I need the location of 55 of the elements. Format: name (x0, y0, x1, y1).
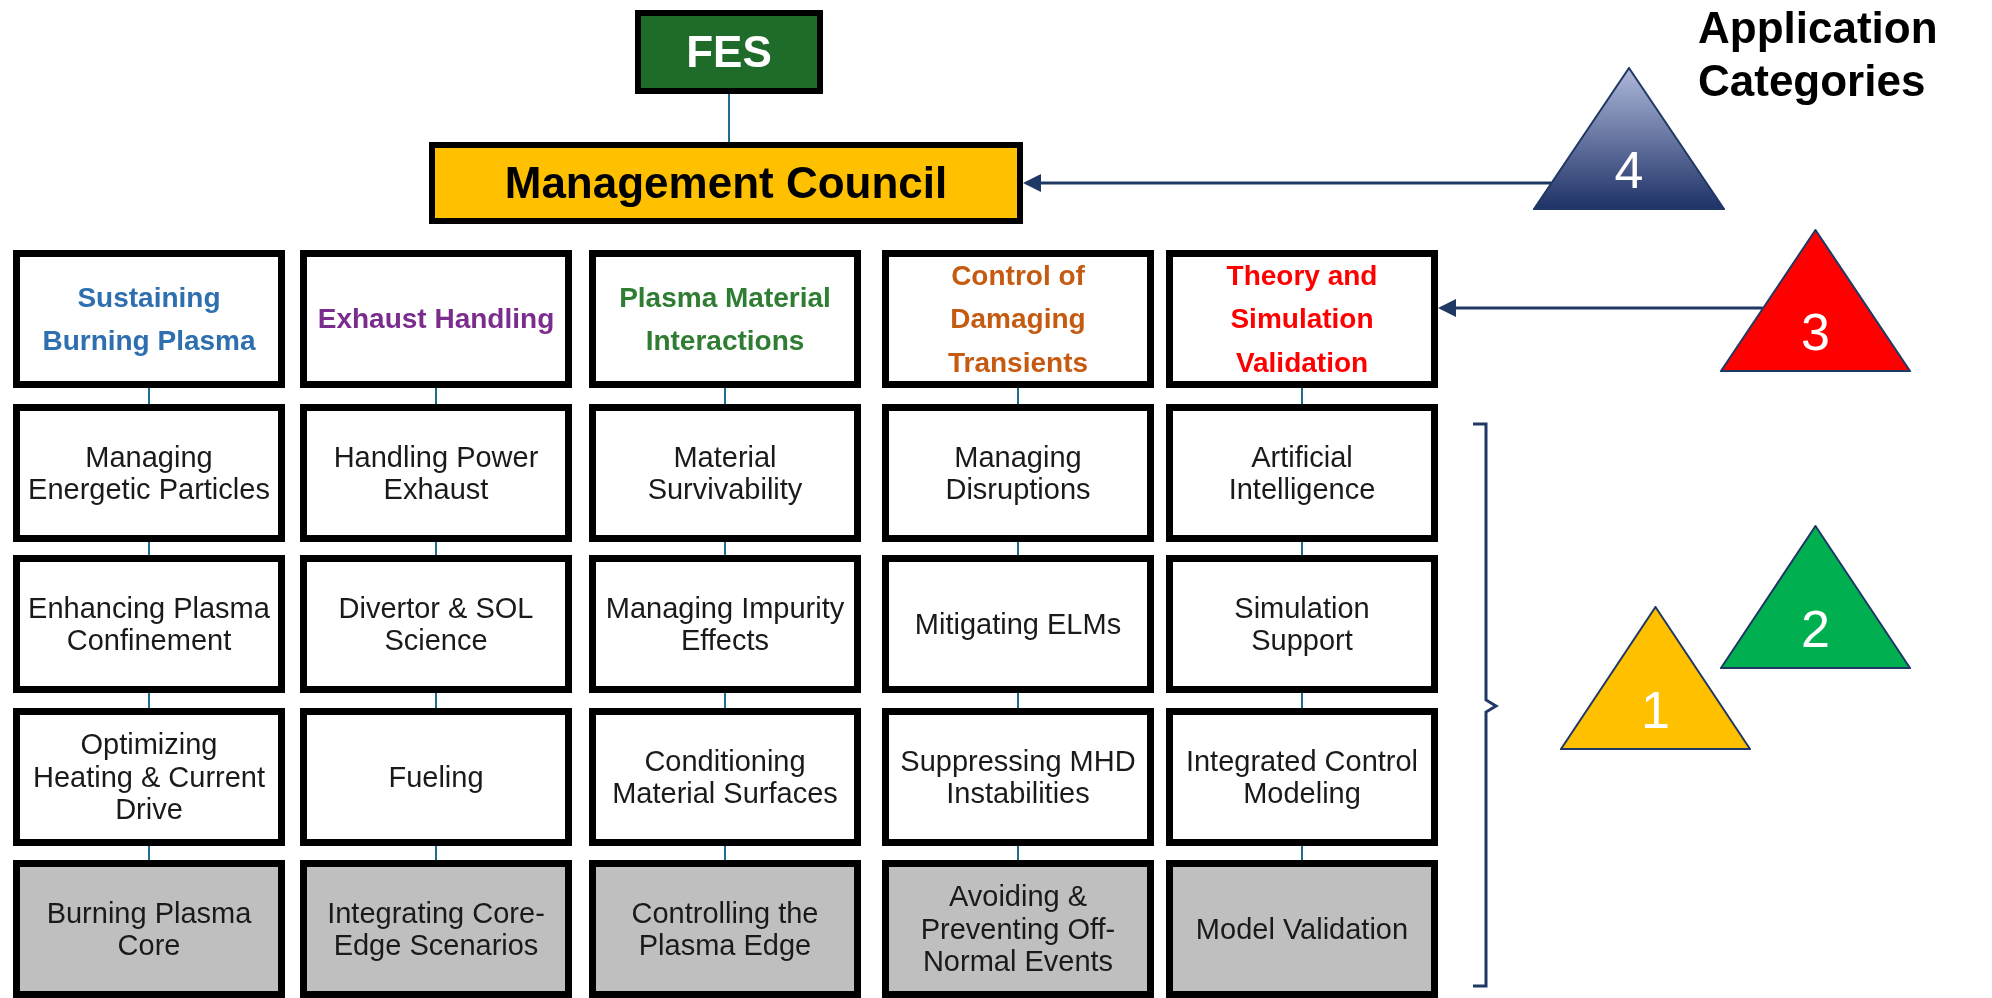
topic-box: Enhancing Plasma Confinement (13, 555, 285, 693)
connector-line (435, 692, 437, 709)
connector-line (435, 387, 437, 405)
topic-box: Material Survivability (589, 404, 861, 542)
connector-line (1017, 541, 1019, 556)
connector-line (1017, 387, 1019, 405)
topic-box: Integrated Control Modeling (1166, 708, 1438, 846)
connector-line (435, 541, 437, 556)
root-box: FES (635, 10, 823, 94)
topic-box: Mitigating ELMs (882, 555, 1154, 693)
foundation-box: Burning Plasma Core (13, 860, 285, 998)
connector-line (724, 387, 726, 405)
topic-box: Conditioning Material Surfaces (589, 708, 861, 846)
topic-box: Fueling (300, 708, 572, 846)
connector-line (148, 541, 150, 556)
connector-line (148, 845, 150, 861)
connector-line (1301, 692, 1303, 709)
category-header-box: Sustaining Burning Plasma (13, 250, 285, 388)
connector-line (728, 93, 730, 143)
category-number: 2 (1801, 603, 1830, 655)
connector-line (435, 845, 437, 861)
foundation-box: Integrating Core-Edge Scenarios (300, 860, 572, 998)
topic-box: Managing Disruptions (882, 404, 1154, 542)
topic-box: Suppressing MHD Instabilities (882, 708, 1154, 846)
topic-box: Managing Impurity Effects (589, 555, 861, 693)
connector-line (1301, 845, 1303, 861)
category-header-box: Theory and Simulation Validation (1166, 250, 1438, 388)
topic-box: Divertor & SOL Science (300, 555, 572, 693)
topic-box: Simulation Support (1166, 555, 1438, 693)
connector-line (1017, 692, 1019, 709)
connector-line (1017, 845, 1019, 861)
topic-box: Artificial Intelligence (1166, 404, 1438, 542)
topic-box: Managing Energetic Particles (13, 404, 285, 542)
foundation-box: Model Validation (1166, 860, 1438, 998)
topic-box: Handling Power Exhaust (300, 404, 572, 542)
connector-line (724, 692, 726, 709)
foundation-box: Controlling the Plasma Edge (589, 860, 861, 998)
category-number: 1 (1641, 684, 1670, 736)
arrow (1438, 299, 1763, 317)
connector-line (1301, 541, 1303, 556)
arrow (1023, 174, 1552, 192)
heading-label: Application Categories (1698, 2, 1939, 107)
connector-line (148, 387, 150, 405)
category-number: 4 (1614, 144, 1644, 196)
connector-line (724, 845, 726, 861)
connector-line (724, 541, 726, 556)
foundation-box: Avoiding & Preventing Off-Normal Events (882, 860, 1154, 998)
council-box: Management Council (429, 142, 1023, 224)
category-header-box: Exhaust Handling (300, 250, 572, 388)
topic-box: Optimizing Heating & Current Drive (13, 708, 285, 846)
connector-line (1301, 387, 1303, 405)
category-header-box: Control of Damaging Transients (882, 250, 1154, 388)
category-number: 3 (1801, 306, 1830, 358)
connector-line (148, 692, 150, 709)
category-header-box: Plasma Material Interactions (589, 250, 861, 388)
